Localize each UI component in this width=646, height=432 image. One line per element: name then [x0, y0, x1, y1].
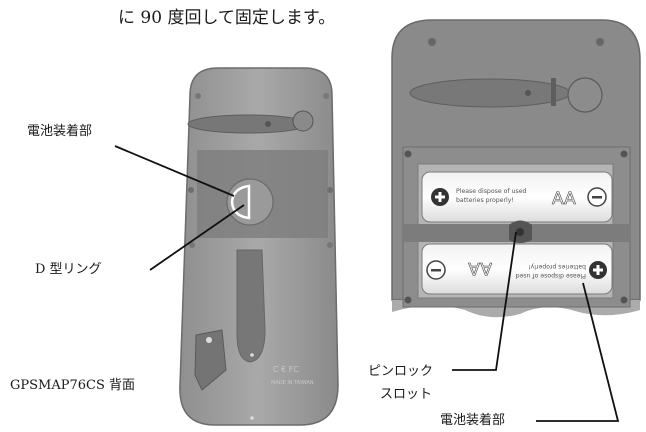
intro-text: に 90 度回して固定します。: [118, 8, 336, 28]
label-model-back: GPSMAP76CS 背面: [10, 378, 136, 393]
battery-size: AA: [552, 189, 576, 209]
device-back: C € FC MADE IN TAIWAN: [179, 67, 339, 426]
d-ring: [230, 184, 251, 220]
compliance-mark: C € FC: [273, 365, 299, 374]
mount-slot: [236, 249, 266, 363]
port-cover: [194, 329, 227, 391]
leader-d-ring: [149, 204, 245, 271]
antenna-knob-right: [567, 77, 603, 113]
label-battery-compartment-left: 電池装着部: [27, 124, 93, 139]
battery-notice-line2-bottom: batteries properly!: [528, 263, 586, 270]
leader-battery-right: [536, 282, 620, 422]
battery-top: Please dispose of used batteries properl…: [421, 171, 613, 223]
device-battery-compartment: Please dispose of used batteries properl…: [391, 19, 641, 318]
antenna-knob: [292, 110, 314, 132]
label-d-ring: D 型リング: [35, 262, 102, 277]
battery-notice-line2: batteries properly!: [456, 197, 514, 204]
leader-lines: [114, 145, 620, 422]
made-in-mark: MADE IN TAIWAN: [271, 380, 314, 386]
antenna-ridge-right: [409, 78, 571, 108]
leader-pin-lock: [452, 231, 517, 371]
label-battery-compartment-right: 電池装着部: [440, 413, 506, 428]
battery-bottom: AA Please dispose of used batteries prop…: [421, 243, 613, 295]
battery-size-bottom: AA: [468, 258, 492, 278]
battery-notice-line1: Please dispose of used: [456, 188, 527, 195]
label-pin-lock: ピンロック: [368, 364, 434, 379]
leader-battery-left: [114, 145, 235, 197]
label-slot: スロット: [380, 387, 433, 402]
antenna-ridge: [187, 114, 309, 134]
battery-notice-line1-bottom: Please dispose of used: [515, 272, 586, 279]
